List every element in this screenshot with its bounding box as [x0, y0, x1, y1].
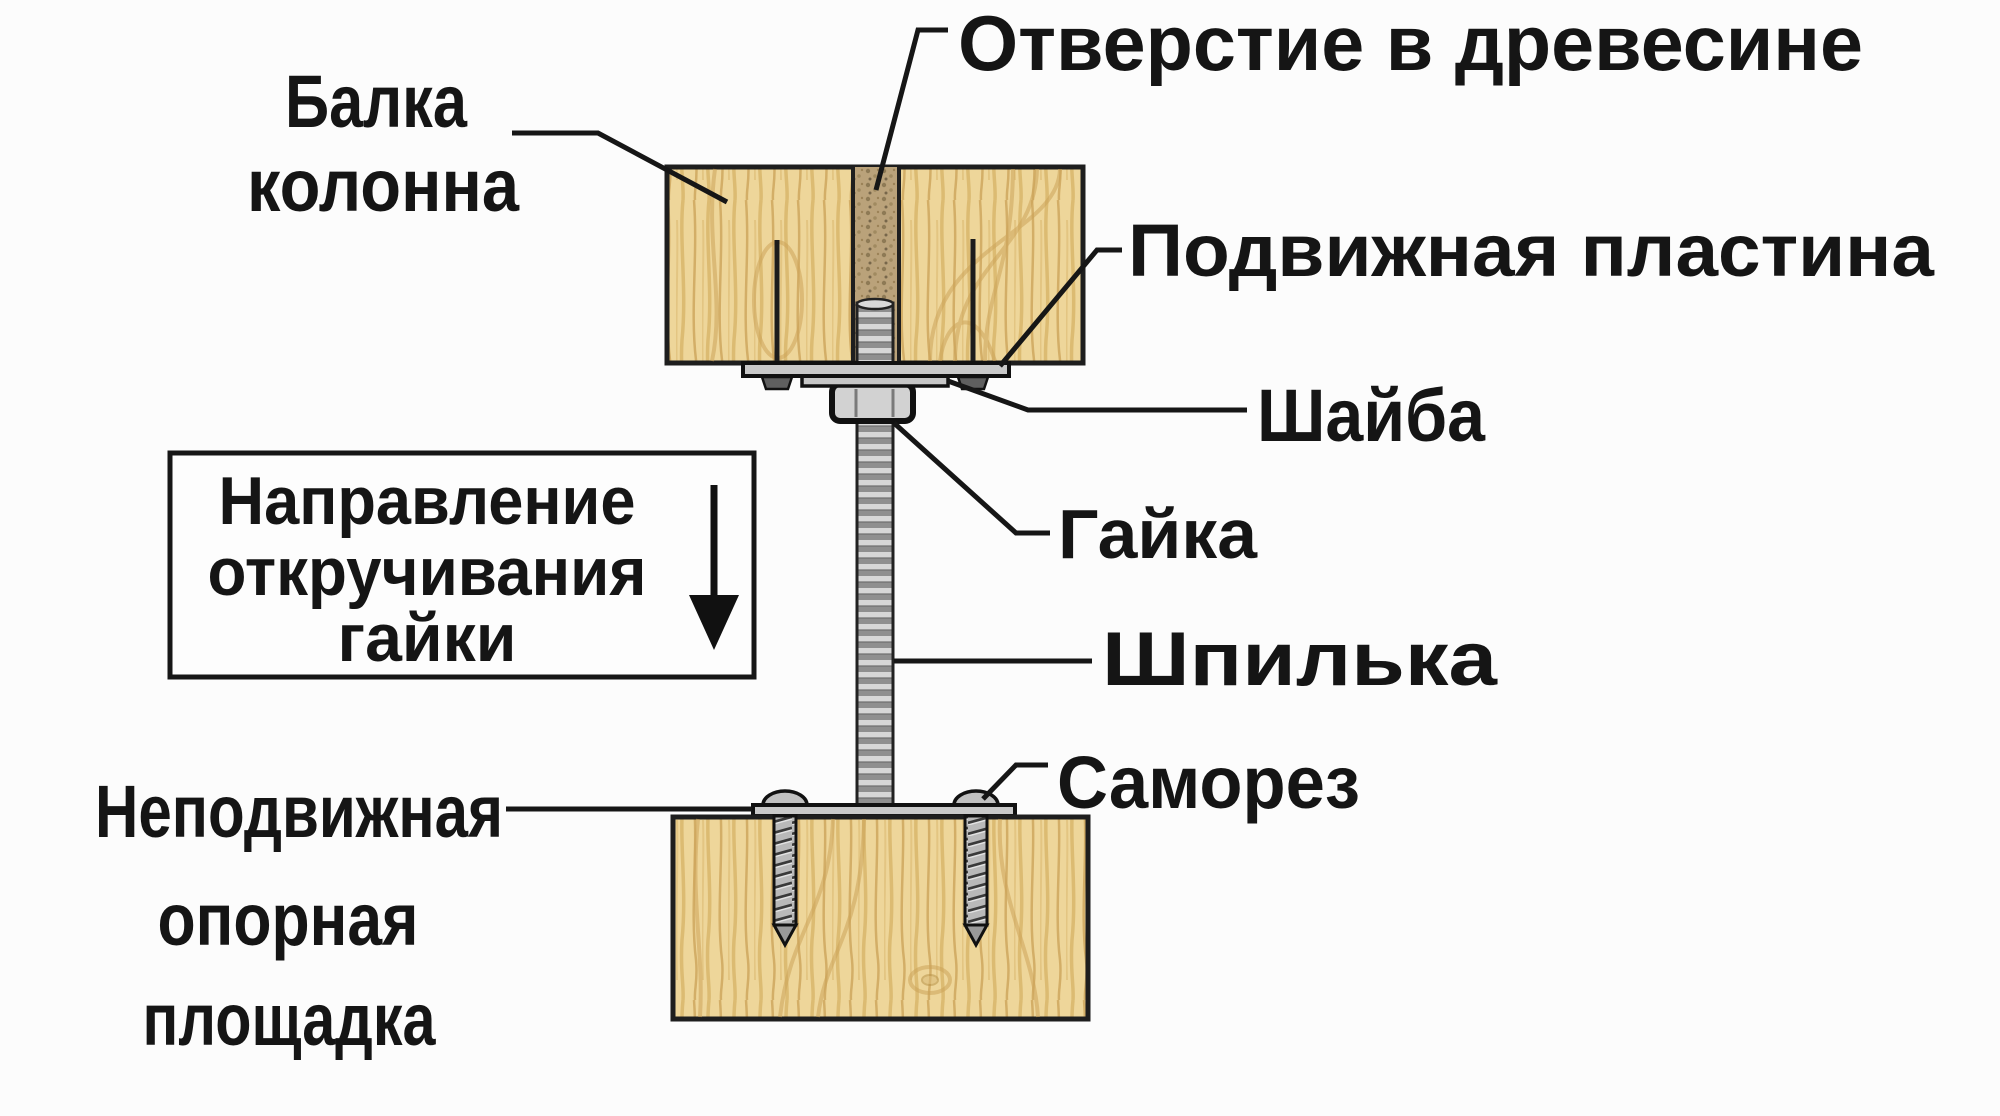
screw-tip-right	[962, 923, 990, 949]
label-stud: Шпилька	[1102, 617, 1498, 702]
label-support-line1: Неподвижная	[95, 770, 503, 853]
note-box-line3: гайки	[338, 600, 517, 676]
leader-hole	[873, 27, 948, 191]
lower-wood-grain	[693, 818, 1040, 1018]
label-support-line3: площадка	[143, 978, 437, 1061]
screw-shank-left	[772, 814, 798, 927]
label-washer: Шайба	[1257, 374, 1486, 457]
leader-lines	[506, 27, 1247, 812]
leader-washer	[947, 378, 1247, 413]
label-beam-line1: Балка	[285, 60, 468, 143]
leader-beam	[512, 130, 729, 205]
movable-plate	[741, 361, 1011, 378]
label-movable-plate: Подвижная пластина	[1128, 209, 1935, 292]
leader-movable-plate	[998, 247, 1122, 368]
screw-tip-left	[771, 923, 799, 949]
note-box: Направление откручивания гайки	[167, 450, 757, 680]
nut	[829, 381, 916, 424]
plate-nut-group	[741, 361, 1011, 424]
note-box-border	[167, 450, 757, 680]
note-box-line1: Направление	[219, 463, 636, 539]
label-screw: Саморез	[1057, 741, 1360, 824]
arrow-down-icon	[689, 485, 739, 650]
fixed-plate	[751, 803, 1017, 818]
label-support-line2: опорная	[158, 878, 419, 961]
screw-shank-right	[963, 814, 989, 927]
lower-support-group	[670, 789, 1091, 1022]
threaded-rod-top-end	[855, 297, 895, 311]
label-nut: Гайка	[1058, 495, 1258, 573]
leader-screw	[981, 762, 1048, 801]
screw-head-left	[761, 789, 809, 807]
leader-nut	[892, 421, 1050, 536]
note-box-line2: откручивания	[208, 534, 647, 610]
label-hole-in-wood: Отверстие в древесине	[958, 0, 1863, 87]
lower-wood-pad	[670, 814, 1091, 1022]
plate-screw-head-left	[760, 375, 794, 391]
label-beam-line2: колонна	[247, 144, 520, 227]
